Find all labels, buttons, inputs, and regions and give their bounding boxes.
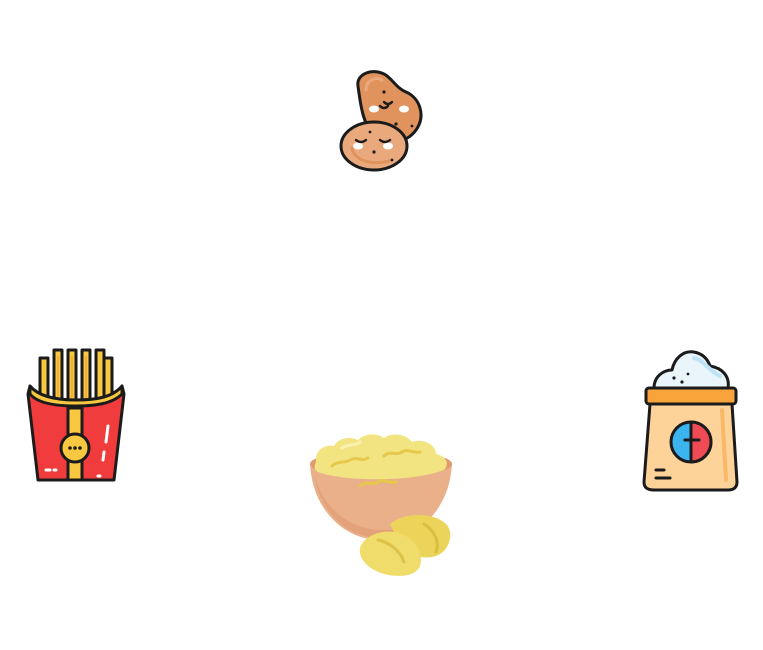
potatoes-icon	[339, 70, 423, 172]
french-fries-icon	[26, 348, 126, 482]
mashed-potato-bowl-icon	[310, 434, 452, 576]
flour-sack-icon	[642, 350, 739, 492]
